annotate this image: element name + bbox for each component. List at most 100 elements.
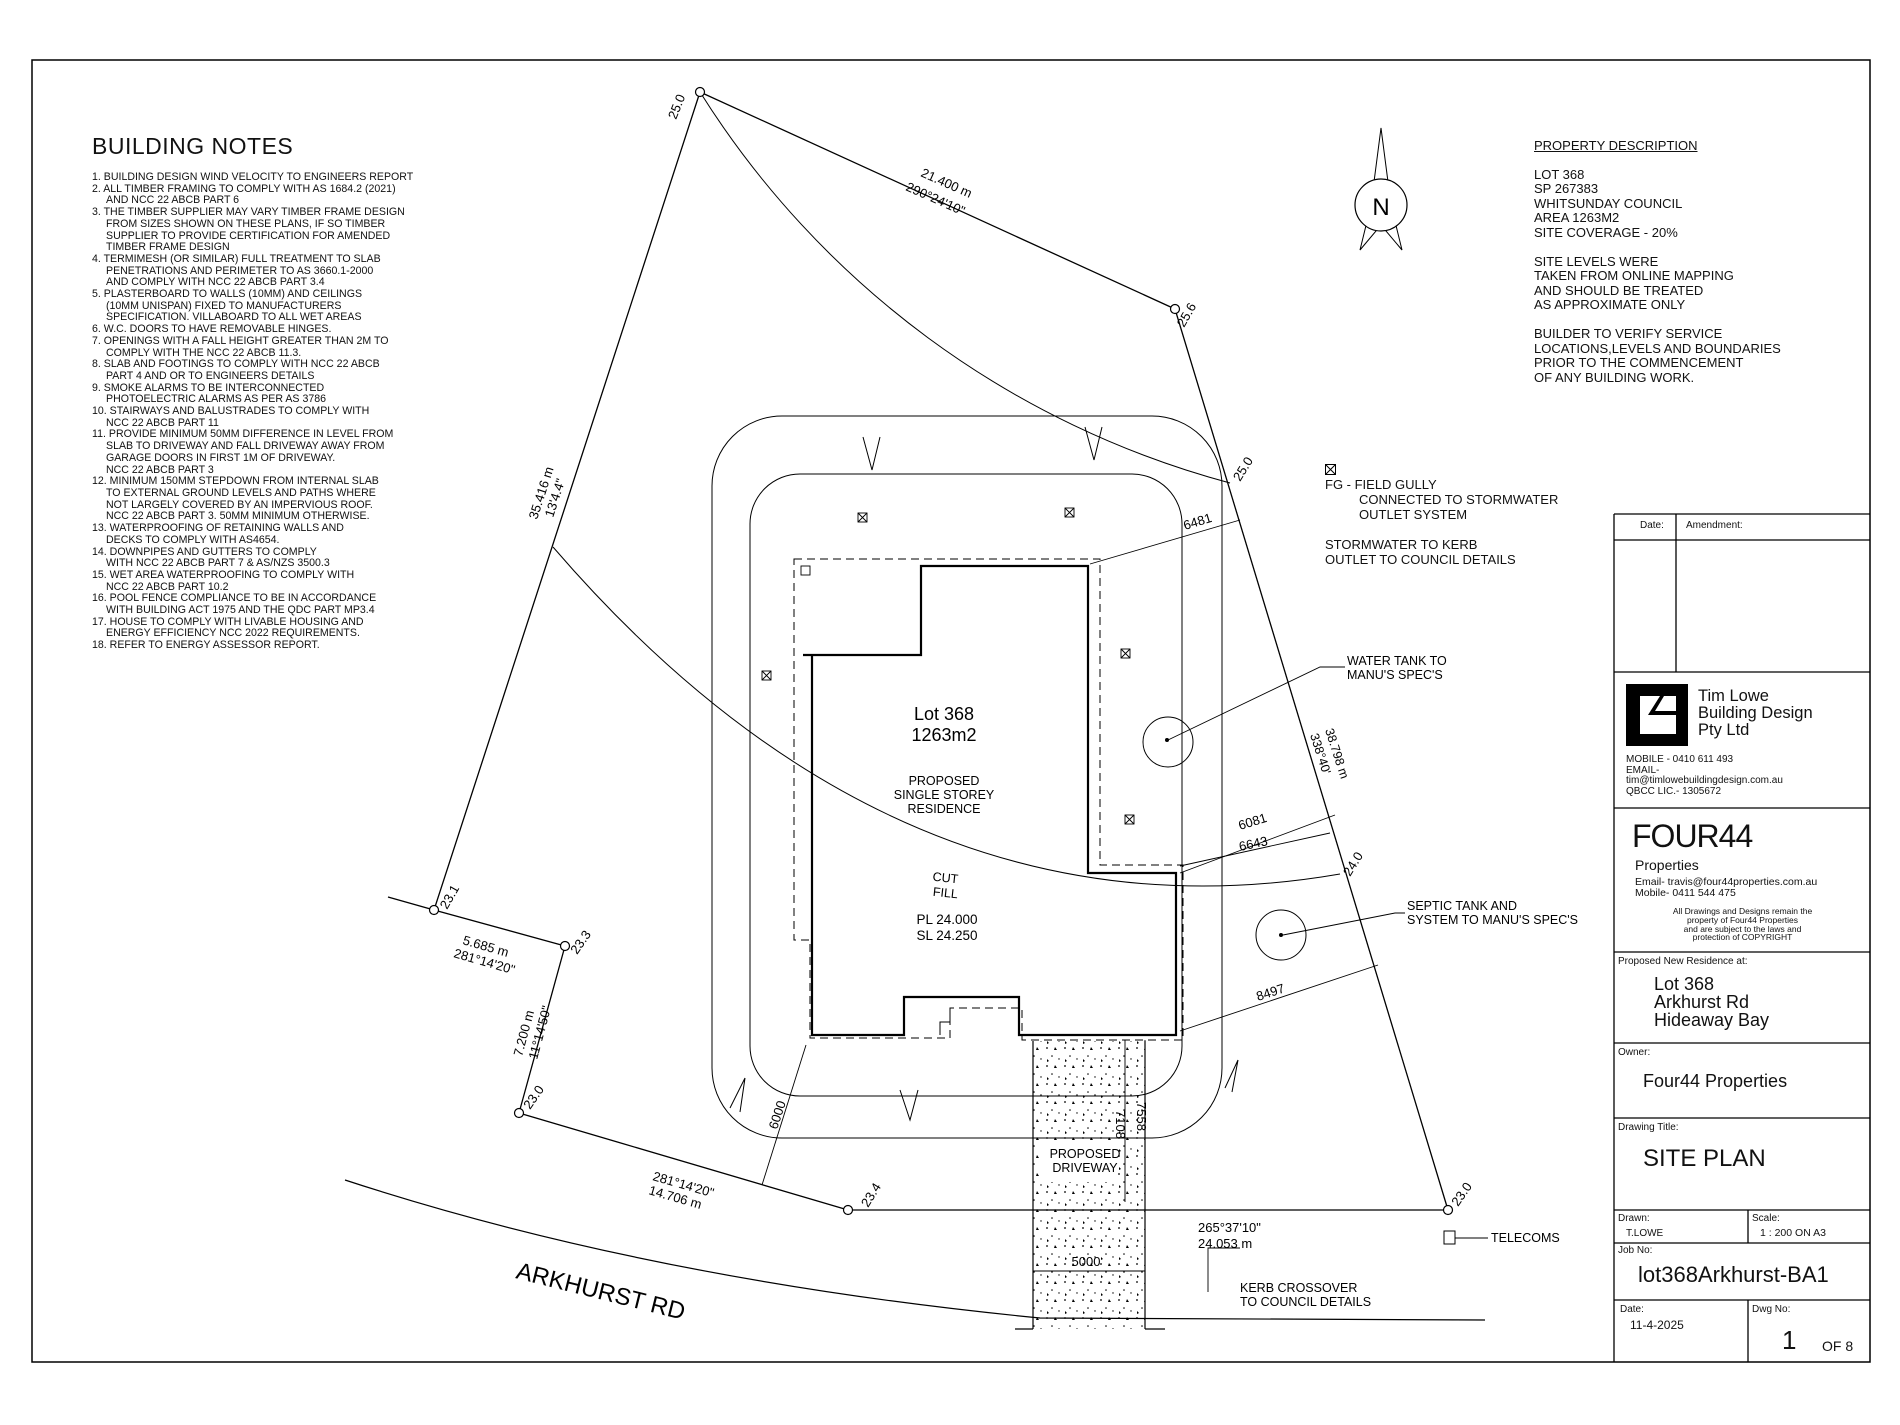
- building-note-line: AND NCC 22 ABCB PART 6: [106, 194, 240, 207]
- building-note-line: 13. WATERPROOFING OF RETAINING WALLS AND: [92, 522, 344, 535]
- dwg-label: Dwg No:: [1752, 1304, 1791, 1315]
- dimension-value: 5000: [1072, 1254, 1101, 1269]
- septic-label: SEPTIC TANK AND: [1407, 899, 1517, 913]
- batter-inner: [749, 473, 1183, 1097]
- building-note-line: TIMBER FRAME DESIGN: [106, 241, 230, 254]
- telecoms-label: TELECOMS: [1491, 1231, 1560, 1245]
- building-note-line: FROM SIZES SHOWN ON THESE PLANS, IF SO T…: [106, 217, 386, 230]
- sl-level: SL 24.250: [916, 928, 977, 943]
- driveway-fill: [1033, 1041, 1145, 1329]
- property-description: PROPERTY DESCRIPTION LOT 368 SP 267383 W…: [1534, 138, 1834, 399]
- septic-label: SYSTEM TO MANU'S SPEC'S: [1407, 913, 1578, 927]
- level-value: 25.0: [665, 92, 688, 121]
- job-label: Job No:: [1618, 1245, 1653, 1256]
- residence-label: RESIDENCE: [908, 802, 981, 816]
- building-note-line: 16. POOL FENCE COMPLIANCE TO BE IN ACCOR…: [92, 592, 377, 605]
- leader-line: [1282, 912, 1405, 936]
- dwg-value: 1: [1782, 1325, 1797, 1355]
- boundary-length: 24.053 m: [1198, 1236, 1252, 1251]
- dwg-of: OF 8: [1822, 1338, 1854, 1354]
- kerb-label: KERB CROSSOVER: [1240, 1281, 1357, 1295]
- company-line: Building Design: [1698, 704, 1813, 722]
- water-tank: [1142, 716, 1194, 768]
- kerb-label: TO COUNCIL DETAILS: [1240, 1295, 1371, 1309]
- sheet-border: [31, 59, 1871, 1363]
- property-coverage: SITE COVERAGE - 20%: [1534, 224, 1678, 240]
- telecoms-pit: [1443, 1230, 1456, 1245]
- building-note-line: 9. SMOKE ALARMS TO BE INTERCONNECTED: [92, 381, 325, 394]
- four44-logo-sub: Properties: [1635, 857, 1699, 873]
- leader-line: [1207, 1247, 1240, 1292]
- stormwater-line: OUTLET TO COUNCIL DETAILS: [1325, 552, 1516, 567]
- setback-arc: [699, 91, 1231, 484]
- drawing-title: SITE PLAN: [1643, 1145, 1766, 1172]
- field-gully-line: OUTLET SYSTEM: [1359, 507, 1468, 522]
- property-area: AREA 1263m2: [1534, 210, 1620, 226]
- tb-amendment-label: Amendment:: [1686, 520, 1743, 531]
- water-tank-label: WATER TANK TO: [1347, 654, 1447, 668]
- building-note-line: 12. MINIMUM 150mm STEPDOWN FROM INTERNAL…: [92, 475, 379, 488]
- property-council: WHITSUNDAY COUNCIL: [1534, 195, 1683, 211]
- leader-line: [1167, 666, 1345, 741]
- level-value: 24.0: [1340, 849, 1366, 878]
- building-note-line: 6. W.C. DOORS TO HAVE REMOVABLE HINGES.: [92, 323, 332, 336]
- field-gully-icons: [761, 507, 1135, 825]
- dimension-value: 7558: [1134, 1102, 1149, 1131]
- building-note-line: GARAGE DOORS IN FIRST 1m OF DRIVEWAY.: [106, 451, 336, 464]
- field-gully-icon: [1325, 464, 1336, 475]
- level-markers: [428, 86, 1454, 1216]
- building-note-line: 11. PROVIDE MINIMUM 50mm DIFFERENCE IN L…: [92, 428, 394, 441]
- builder-note-line: LOCATIONS,LEVELS AND BOUNDARIES: [1534, 340, 1781, 356]
- field-gully-legend: FG - FIELD GULLY CONNECTED TO STORMWATER…: [1325, 463, 1585, 522]
- house-footprint: [803, 564, 1178, 1037]
- building-note-line: NCC 22 ABCB PART 10.2: [106, 580, 229, 593]
- stormwater-line: STORMWATER TO KERB: [1325, 537, 1478, 552]
- water-tank-label: MANU'S SPEC'S: [1347, 668, 1443, 682]
- building-note-line: SLAB TO DRIVEWAY AND FALL DRIVEWAY AWAY …: [106, 440, 385, 453]
- owner-value: Four44 Properties: [1643, 1071, 1788, 1091]
- scale-value: 1 : 200 ON A3: [1760, 1227, 1826, 1239]
- levels-note-line: AND SHOULD BE TREATED: [1534, 282, 1704, 298]
- tb-email: tim@timlowebuildingdesign.com.au: [1626, 775, 1783, 786]
- eaves-line: [793, 558, 1184, 1041]
- address-line: Lot 368: [1654, 974, 1715, 994]
- building-note-line: ENERGY EFFICIENCY NCC 2022 REQUIREMENTS.: [106, 627, 360, 640]
- four44-mobile: Mobile- 0411 544 475: [1635, 887, 1736, 899]
- building-note-line: NCC 22 ABCB PART 3. 50mm MINIMUM OTHERWI…: [106, 510, 370, 523]
- building-note-line: 10. STAIRWAYS AND BALUSTRADES TO COMPLY …: [92, 405, 370, 418]
- dimension-value: 6081: [1236, 810, 1268, 833]
- building-note-line: 14. DOWNPIPES AND GUTTERS TO COMPLY: [92, 545, 317, 558]
- level-value: 23.0: [520, 1082, 547, 1111]
- copyright-line: property of Four44 Properties: [1686, 914, 1799, 925]
- lot-name: Lot 368: [914, 704, 974, 724]
- builder-note-line: PRIOR TO THE COMMENCEMENT: [1534, 355, 1744, 371]
- four44-email: Email- travis@four44properties.com.au: [1635, 876, 1818, 888]
- drawn-value: T.LOWE: [1626, 1228, 1664, 1239]
- level-value: 25.6: [1174, 300, 1200, 329]
- property-sp: SP 267383: [1534, 181, 1599, 197]
- building-note-line: 7. OPENINGS WITH A FALL HEIGHT GREATER T…: [92, 334, 389, 347]
- building-notes: BUILDING NOTES 1. BUILDING DESIGN WIND V…: [92, 133, 462, 652]
- stormwater-note: STORMWATER TO KERB OUTLET TO COUNCIL DET…: [1325, 537, 1585, 567]
- building-note-line: AND COMPLY WITH NCC 22 ABCB PART 3.4: [106, 276, 325, 289]
- job-value: lot368Arkhurst-BA1: [1638, 1262, 1829, 1287]
- address-line: Arkhurst Rd: [1654, 992, 1750, 1012]
- field-gully-line: FG - FIELD GULLY: [1325, 477, 1437, 492]
- residence-label: PROPOSED: [909, 774, 980, 788]
- tb-mobile: MOBILE - 0410 611 493: [1626, 754, 1734, 765]
- building-note-line: WITH BUILDING ACT 1975 AND THE QDC PART …: [106, 604, 375, 617]
- building-note-line: 2. ALL TIMBER FRAMING TO COMPLY WITH AS …: [92, 182, 396, 195]
- level-value: 25.0: [1230, 454, 1256, 483]
- cut-label: CUT: [932, 870, 959, 887]
- field-gully-line: CONNECTED TO STORMWATER: [1359, 492, 1559, 507]
- level-value: 23.1: [437, 882, 463, 911]
- owner-label: Owner:: [1618, 1047, 1651, 1058]
- building-note-line: 8. SLAB AND FOOTINGS TO COMPLY WITH NCC …: [92, 358, 380, 371]
- tb-email-label: EMAIL-: [1626, 764, 1660, 776]
- building-note-line: 18. REFER TO ENERGY ASSESSOR REPORT.: [92, 639, 320, 652]
- building-note-line: WITH NCC 22 ABCB PART 7 & AS/NZS 3500.3: [106, 557, 330, 570]
- dimension-value: 6643: [1238, 833, 1269, 854]
- building-note-line: 15. WET AREA WATERPROOFING TO COMPLY WIT…: [92, 568, 355, 581]
